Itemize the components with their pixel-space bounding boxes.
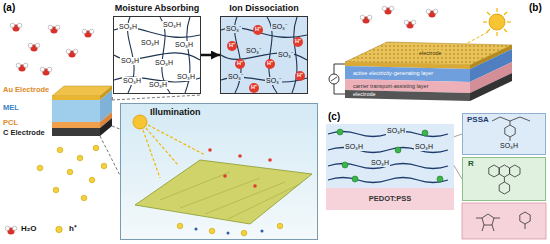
polymer-chain-box: SO₃H SO₃H SO₃H SO₃H	[326, 124, 454, 188]
panel-letter: (a)	[2, 2, 16, 13]
pssa-structure	[492, 117, 530, 141]
layer-label: MEL	[2, 104, 20, 112]
panel-heading: Illumination	[149, 108, 202, 118]
legend-text: h⁺	[69, 225, 77, 234]
illumination-panel: Illumination	[120, 103, 318, 240]
material-name: PEDOT:PSS	[368, 195, 413, 203]
ion-panel: Ion DissociationH⁺H⁺H⁺H⁺H⁺H⁺H⁺SO₃⁻SO₃⁻SO…	[220, 16, 308, 94]
sulfonate-ion: SO₃⁻	[227, 73, 244, 81]
panel-fill	[120, 103, 318, 240]
dye-structure	[489, 165, 520, 194]
proton: H⁺	[295, 71, 305, 81]
proton: H⁺	[253, 25, 263, 35]
sulfonic-group: SO₃H	[499, 142, 519, 150]
layer-label: active electricity-generating layer	[352, 70, 434, 76]
proton: H⁺	[249, 83, 259, 93]
panel-heading: Moisture Absorbing	[114, 4, 201, 14]
pedot-band: PEDOT:PSS	[326, 188, 454, 210]
proton: H⁺	[235, 59, 245, 69]
layer-label: C Electrode	[2, 129, 46, 137]
panel-fill	[326, 124, 454, 188]
external-circuit	[329, 64, 345, 94]
panel-letter: (c)	[327, 111, 341, 122]
sulfonic-group: SO₃H	[122, 77, 142, 85]
panel-fill	[326, 188, 454, 210]
sulfonate-ion: SO₃⁻	[277, 51, 294, 59]
layer-label: Au Electrode	[2, 86, 50, 94]
panel-fill	[220, 16, 308, 94]
pedot-structure-box	[462, 203, 546, 239]
device-stack	[52, 86, 112, 136]
moisture-panel: Moisture AbsorbingSO₃HSO₃HSO₃HSO₃HSO₃HSO…	[113, 16, 201, 94]
sulfonate-ion: SO₃⁻	[245, 47, 262, 55]
sulfonic-group: SO₃H	[162, 21, 182, 29]
device-layers	[345, 42, 512, 101]
process-arrow	[201, 54, 220, 57]
panel-fill	[462, 157, 546, 201]
sulfonate-ion: SO₃⁻	[271, 23, 288, 31]
layer-label: electrode	[352, 91, 377, 97]
legend-entry: h⁺	[52, 224, 77, 235]
hole-symbol	[52, 224, 66, 235]
polymer-network	[114, 17, 200, 93]
proton: H⁺	[227, 41, 237, 51]
sulfonate-ion: SO₃⁻	[225, 25, 242, 33]
water-molecules	[10, 23, 94, 75]
legend-text: H₂O	[21, 225, 37, 234]
sulfonic-group: SO₃H	[140, 39, 160, 47]
dopant-box: R	[462, 157, 546, 201]
water-molecules	[360, 6, 438, 28]
panel-letter: (b)	[528, 2, 543, 13]
panel-heading: Ion Dissociation	[228, 4, 300, 14]
legend-entry: H₂O	[4, 224, 37, 235]
pedot-structure	[476, 212, 530, 231]
sulfonic-group: SO₃H	[386, 127, 406, 135]
layer-label: carrier transport-assisting layer	[352, 83, 430, 89]
sulfonic-group: SO₃H	[154, 59, 174, 67]
illuminated-sheet	[135, 148, 312, 236]
sun-symbol	[462, 8, 511, 46]
layer-label: electrode	[418, 50, 443, 56]
sulfonate-ion: SO₃⁻	[265, 77, 282, 85]
panel-fill	[113, 16, 201, 94]
hole-particles	[37, 145, 107, 201]
sulfonic-group: SO₃H	[344, 143, 364, 151]
sulfonic-group: SO₃H	[118, 23, 138, 31]
dopant-dots	[337, 129, 443, 182]
material-name: PSSA	[466, 116, 490, 125]
pssa-box: PSSA SO₃H	[462, 113, 546, 155]
leader-connector	[454, 134, 462, 137]
sulfonic-group: SO₃H	[176, 73, 196, 81]
proton: H⁺	[265, 59, 275, 69]
layer-label: PCL	[2, 119, 19, 127]
material-name: R	[467, 160, 475, 169]
proton: H⁺	[293, 37, 303, 47]
sulfonic-group: SO₃H	[414, 143, 434, 151]
water-symbol	[4, 224, 18, 235]
polymer-chains	[328, 132, 448, 183]
sulfonic-group: SO₃H	[120, 57, 140, 65]
polymer-network	[221, 17, 307, 93]
sulfonic-group: SO₃H	[148, 81, 168, 89]
panel-fill	[462, 113, 546, 155]
sulfonic-group: SO₃H	[370, 159, 390, 167]
leader-connector	[454, 166, 462, 179]
sulfonic-group: SO₃H	[174, 41, 194, 49]
